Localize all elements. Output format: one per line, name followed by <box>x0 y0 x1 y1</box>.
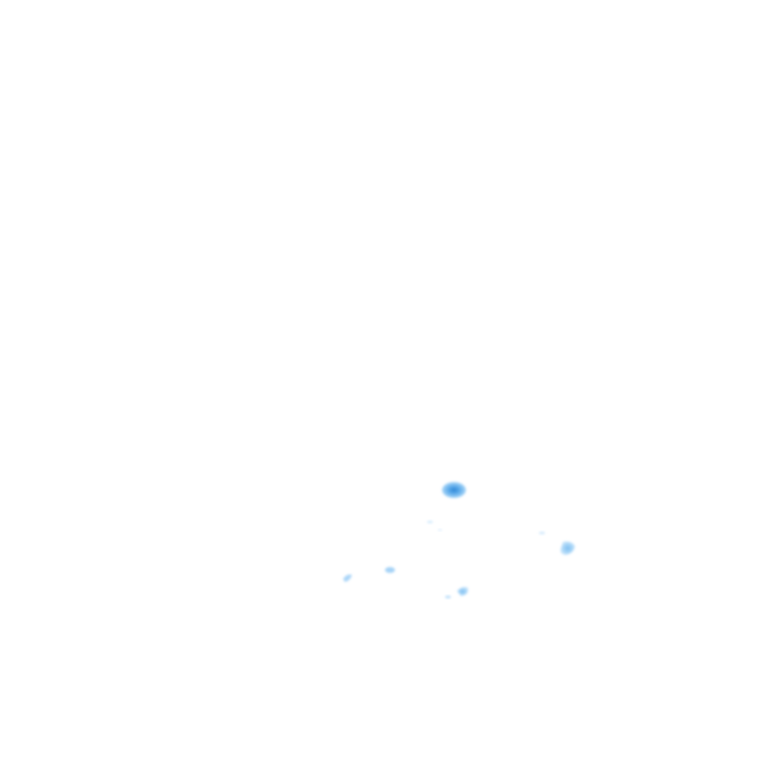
precipitation-blob <box>560 541 575 555</box>
precipitation-blob <box>343 574 352 582</box>
precipitation-speck <box>438 529 442 531</box>
precipitation-speck <box>539 531 545 535</box>
precipitation-speck <box>427 520 433 524</box>
precipitation-blob <box>457 587 469 596</box>
precipitation-blob <box>385 567 395 573</box>
precipitation-speck <box>445 595 451 599</box>
precipitation-blob <box>442 482 466 498</box>
